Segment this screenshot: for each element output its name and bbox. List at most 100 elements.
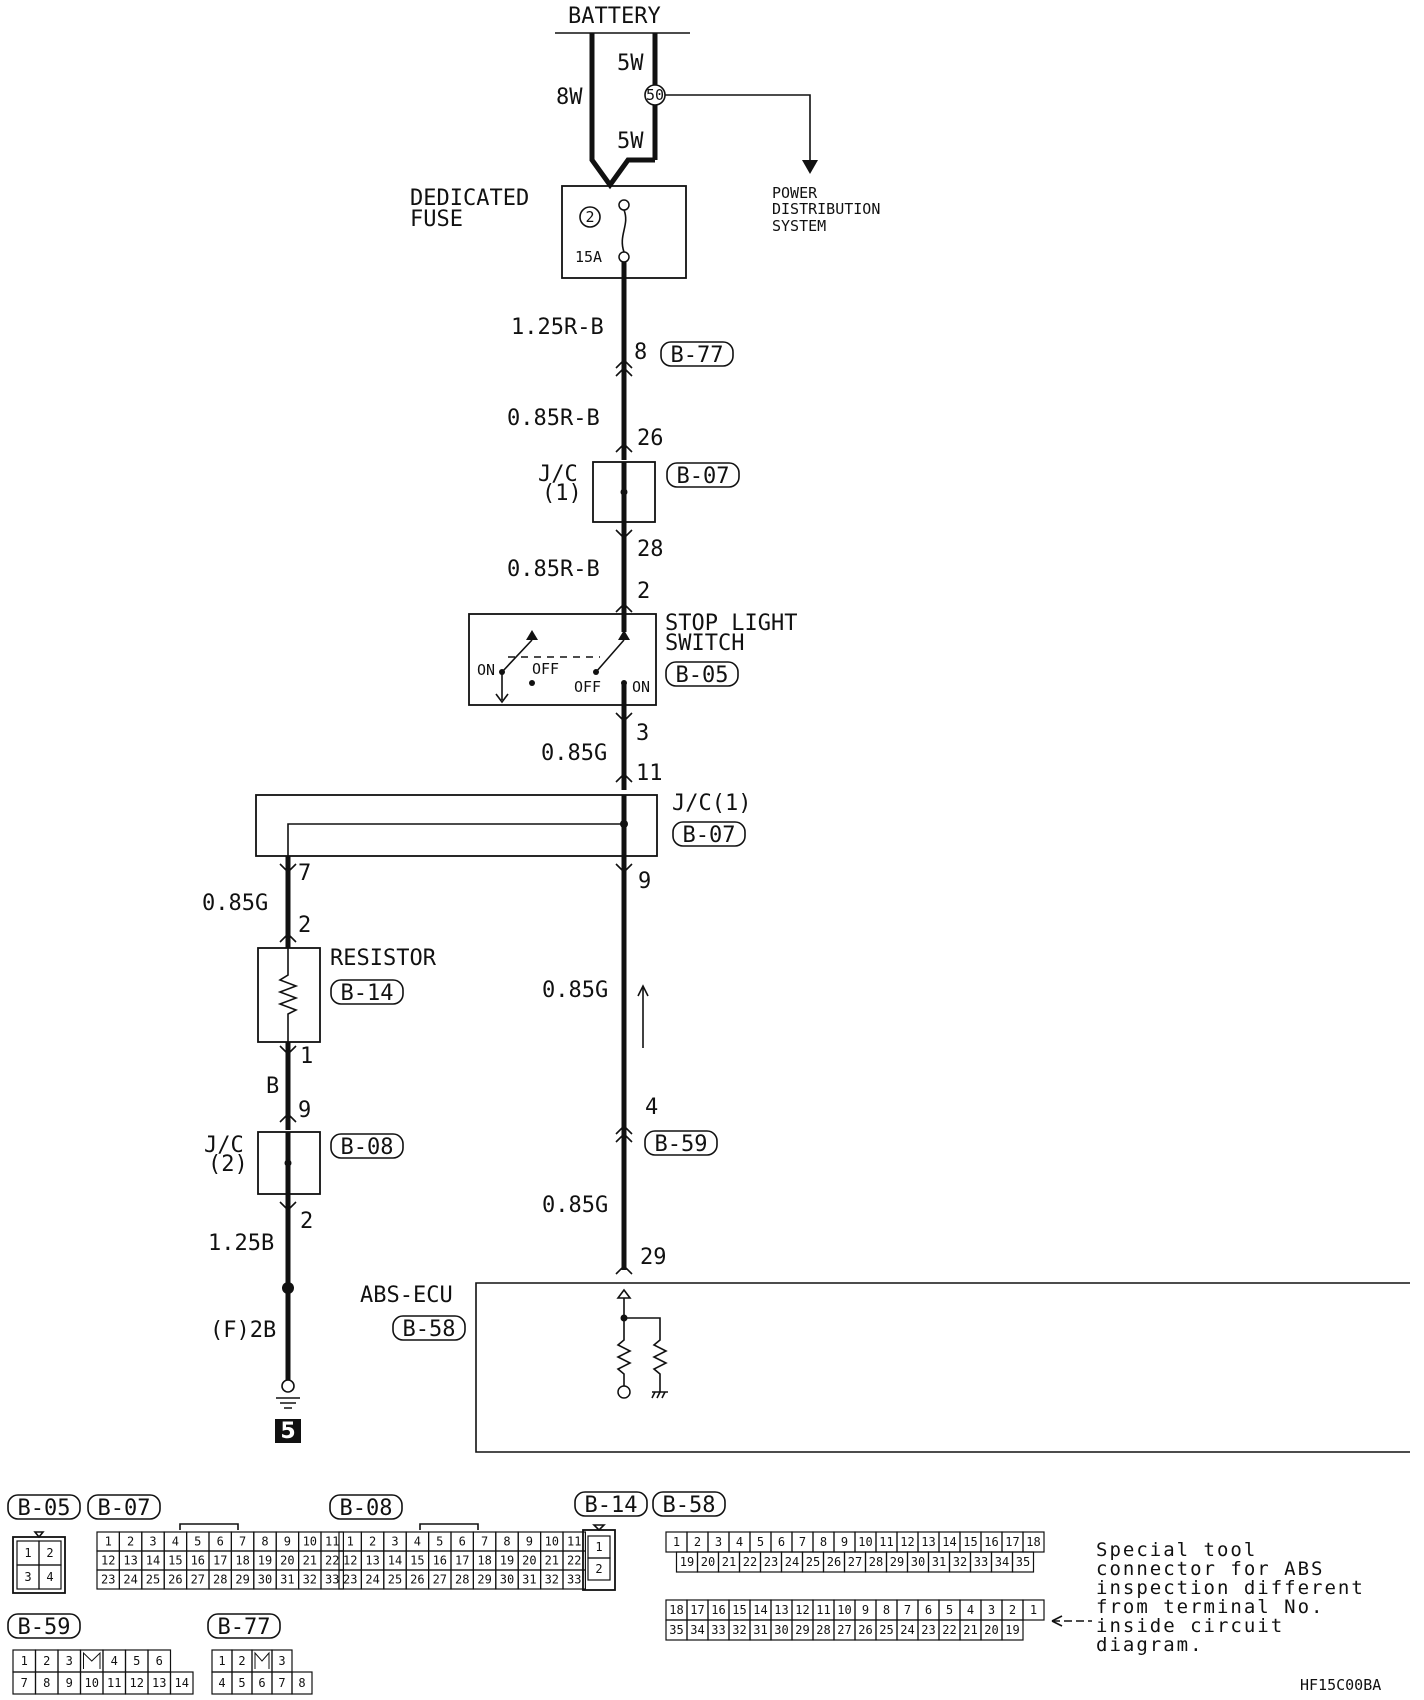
fuse-rating: 15A bbox=[575, 248, 602, 266]
connector-pin-number: 3 bbox=[278, 1654, 285, 1668]
connector-pin-number: 11 bbox=[816, 1603, 830, 1617]
jc1b-right-pin: 9 bbox=[638, 869, 651, 894]
connector-pin-number: 15 bbox=[168, 1554, 182, 1568]
connector-pin-number: 21 bbox=[303, 1554, 317, 1568]
tag-b05-text: B-05 bbox=[676, 663, 729, 688]
connector-pin-number: 27 bbox=[848, 1555, 862, 1569]
connector-pin-number: 7 bbox=[278, 1676, 285, 1690]
stop-light-switch: STOP LIGHT SWITCH B-05 OFF ON ON OFF bbox=[468, 611, 797, 706]
connector-pin-number: 4 bbox=[967, 1603, 974, 1617]
note-line-4: from terminal No. bbox=[1096, 1596, 1324, 1618]
connector-pin-number: 12 bbox=[101, 1554, 115, 1568]
tag-b05 bbox=[665, 661, 739, 687]
ground-icon bbox=[276, 1397, 300, 1409]
power-distribution-label-2: DISTRIBUTION bbox=[772, 200, 880, 218]
arrow-left-icon bbox=[1051, 1615, 1063, 1627]
pin-arrow-icon bbox=[279, 1112, 297, 1123]
jc1-out-pin: 28 bbox=[637, 537, 664, 562]
connector-pin-number: 1 bbox=[218, 1654, 225, 1668]
connector-pin-number: 13 bbox=[152, 1676, 166, 1690]
note-line-2: connector for ABS bbox=[1096, 1558, 1324, 1580]
connector-pin-number: 1 bbox=[595, 1540, 602, 1554]
fuse-number-circle bbox=[579, 206, 601, 228]
tag-b14-text: B-14 bbox=[341, 981, 394, 1006]
b05-latch bbox=[33, 1531, 45, 1539]
ground-number-badge bbox=[275, 1419, 301, 1443]
resistor-label: RESISTOR bbox=[330, 946, 437, 971]
connector-pin-number: 2 bbox=[46, 1546, 53, 1560]
ground-eyelet bbox=[281, 1379, 295, 1393]
switch-off-label-right: OFF bbox=[574, 678, 601, 696]
ecu-resistor-left bbox=[616, 1318, 632, 1386]
jc1b-in-pin: 11 bbox=[636, 761, 663, 786]
connector-pin-number: 25 bbox=[806, 1555, 820, 1569]
tag-b07-top-text: B-07 bbox=[677, 464, 730, 489]
switch-left-contact bbox=[529, 680, 535, 686]
connector-chevron-icon bbox=[615, 1124, 633, 1143]
connector-pin-number: 2 bbox=[1009, 1603, 1016, 1617]
resistor-out-pin: 1 bbox=[300, 1044, 313, 1069]
connector-pin-number: 7 bbox=[239, 1535, 246, 1549]
ground-number: 5 bbox=[280, 1419, 295, 1444]
pin-arrow-icon bbox=[279, 863, 297, 874]
face-tag-b58-text: B-58 bbox=[663, 1493, 716, 1518]
connector-pin-number: 3 bbox=[149, 1535, 156, 1549]
connector-pin-number: 2 bbox=[238, 1654, 245, 1668]
connector-pin-number: 5 bbox=[757, 1535, 764, 1549]
connector-pin-number: 3 bbox=[988, 1603, 995, 1617]
connector-pin-number: 14 bbox=[175, 1676, 189, 1690]
pin-arrow-icon bbox=[615, 1264, 633, 1275]
connector-pin-number: 31 bbox=[280, 1573, 294, 1587]
connector-pin-number: 17 bbox=[455, 1554, 469, 1568]
connector-pin-number: 27 bbox=[433, 1573, 447, 1587]
connector-pin-number: 4 bbox=[414, 1535, 421, 1549]
jc2-in-pin: 9 bbox=[298, 1098, 311, 1123]
battery-section: BATTERY 8W 5W 5W 50 POWER DISTRIBUTION S… bbox=[555, 4, 880, 235]
jc1b-left-pin: 7 bbox=[298, 861, 311, 886]
connector-pin-number: 8 bbox=[261, 1535, 268, 1549]
left-branch: 7 0.85G 2 RESISTOR B-14 1 B 9 J/C (2) B-… bbox=[202, 856, 437, 1444]
connector-pin-number: 20 bbox=[522, 1554, 536, 1568]
face-tag-b05-text: B-05 bbox=[18, 1496, 71, 1521]
connector-pin-number: 9 bbox=[862, 1603, 869, 1617]
jc2-label-1: J/C bbox=[204, 1133, 244, 1158]
connector-pin-cell bbox=[320, 1569, 344, 1590]
connector-pin-number: 8 bbox=[883, 1603, 890, 1617]
fuse-terminal-bottom bbox=[618, 251, 630, 263]
wire-5w-bottom-label: 5W bbox=[617, 129, 644, 154]
face-tag-b77-text: B-77 bbox=[218, 1615, 271, 1640]
connector-pin-number: 25 bbox=[879, 1623, 893, 1637]
switch-off-label-left: OFF bbox=[532, 660, 559, 678]
empty-cavity-icon bbox=[254, 1651, 270, 1669]
connector-pin-number: 30 bbox=[500, 1573, 514, 1587]
note-line-6: diagram. bbox=[1096, 1634, 1204, 1656]
connector-pin-number: 19 bbox=[680, 1555, 694, 1569]
face-tag-b14 bbox=[574, 1491, 648, 1517]
connector-pin-number: 4 bbox=[172, 1535, 179, 1549]
connector-pin-number: 6 bbox=[217, 1535, 224, 1549]
connector-pin-number: 3 bbox=[715, 1535, 722, 1549]
connector-pin-number: 7 bbox=[904, 1603, 911, 1617]
connector-pin-number: 34 bbox=[690, 1623, 704, 1637]
connector-pin-number: 14 bbox=[753, 1603, 767, 1617]
tag-b58 bbox=[392, 1315, 466, 1341]
connector-pin-number: 22 bbox=[942, 1623, 956, 1637]
connector-pin-cell bbox=[169, 1671, 194, 1695]
connector-pin-cell bbox=[1011, 1551, 1035, 1573]
connector-pin-number: 6 bbox=[459, 1535, 466, 1549]
switch-right-blade bbox=[595, 639, 625, 673]
connector-pin-number: 26 bbox=[858, 1623, 872, 1637]
fuse-element bbox=[621, 209, 627, 253]
connector-pin-number: 14 bbox=[942, 1535, 956, 1549]
jc2-node bbox=[284, 1159, 292, 1167]
connector-pin-number: 10 bbox=[858, 1535, 872, 1549]
connector-pin-number: 27 bbox=[837, 1623, 851, 1637]
connector-pin-number: 6 bbox=[258, 1676, 265, 1690]
connector-pin-number: 1 bbox=[347, 1535, 354, 1549]
connector-pin-number: 29 bbox=[235, 1573, 249, 1587]
connector-pin-number: 1 bbox=[21, 1654, 28, 1668]
connector-pin-cell bbox=[587, 1557, 611, 1581]
connector-pin-number: 2 bbox=[127, 1535, 134, 1549]
connector-pin-number: 24 bbox=[123, 1573, 137, 1587]
connector-pin-number: 8 bbox=[298, 1676, 305, 1690]
